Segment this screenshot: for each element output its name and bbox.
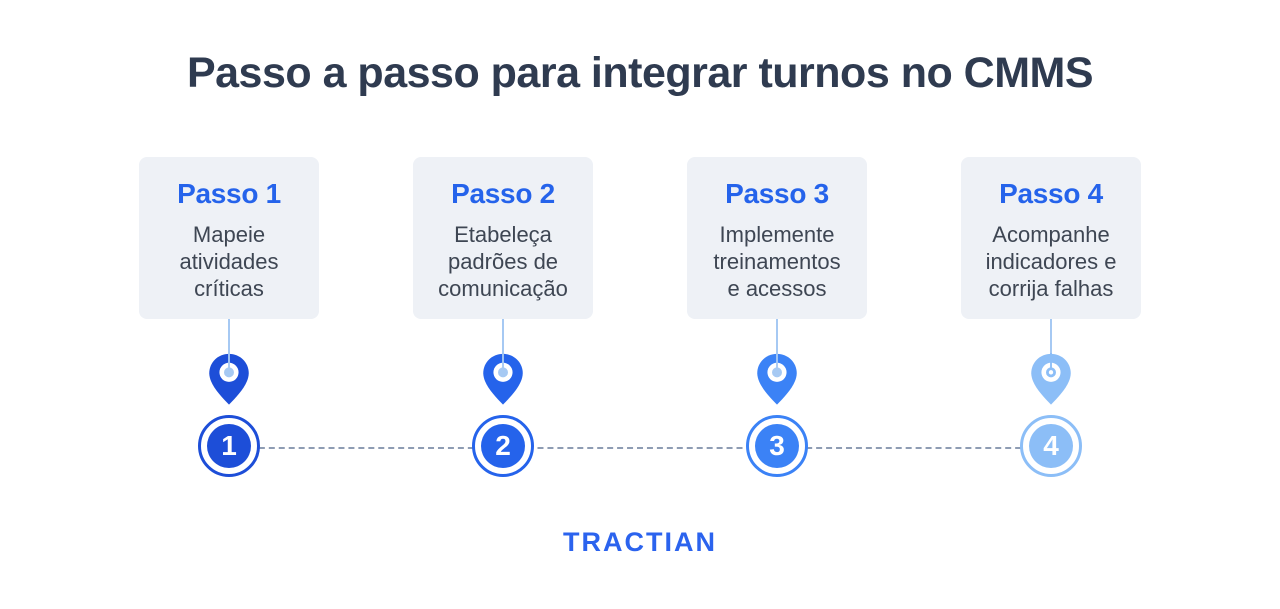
step-column-1: Passo 1 Mapeie atividades críticas 1: [139, 157, 319, 477]
step-card: Passo 4 Acompanhe indicadores e corrija …: [961, 157, 1141, 319]
step-description: Etabeleça padrões de comunicação: [438, 222, 568, 301]
step-number: 3: [755, 424, 799, 468]
step-number: 1: [207, 424, 251, 468]
stem-line: [1050, 319, 1052, 355]
step-column-3: Passo 3 Implemente treinamentos e acesso…: [687, 157, 867, 477]
step-column-2: Passo 2 Etabeleça padrões de comunicação…: [413, 157, 593, 477]
step-title: Passo 3: [725, 178, 829, 209]
stem-line: [228, 319, 230, 355]
step-title: Passo 4: [999, 178, 1103, 209]
map-pin-icon: [757, 353, 797, 405]
map-pin-icon: [483, 353, 523, 405]
step-number: 4: [1029, 424, 1073, 468]
step-card: Passo 2 Etabeleça padrões de comunicação: [413, 157, 593, 319]
page-title: Passo a passo para integrar turnos no CM…: [186, 49, 1094, 97]
step-column-4: Passo 4 Acompanhe indicadores e corrija …: [961, 157, 1141, 477]
step-title: Passo 2: [451, 178, 555, 209]
step-description: Mapeie atividades críticas: [179, 222, 279, 301]
step-description: Implemente treinamentos e acessos: [713, 222, 841, 301]
map-pin-icon: [209, 353, 249, 405]
step-number-circle: 2: [472, 415, 534, 477]
step-card: Passo 3 Implemente treinamentos e acesso…: [687, 157, 867, 319]
step-card: Passo 1 Mapeie atividades críticas: [139, 157, 319, 319]
step-number-circle: 3: [746, 415, 808, 477]
map-pin-icon: [1031, 353, 1071, 405]
timeline-dashed-connector: [229, 447, 1051, 449]
stem-line: [776, 319, 778, 355]
tractian-logo: TRACTIAN: [563, 527, 717, 557]
step-number-circle: 1: [198, 415, 260, 477]
step-number-circle: 4: [1020, 415, 1082, 477]
steps-row: Passo 1 Mapeie atividades críticas 1 Pas…: [0, 157, 1280, 477]
step-number: 2: [481, 424, 525, 468]
step-title: Passo 1: [177, 178, 281, 209]
stem-line: [502, 319, 504, 355]
step-description: Acompanhe indicadores e corrija falhas: [985, 222, 1117, 301]
